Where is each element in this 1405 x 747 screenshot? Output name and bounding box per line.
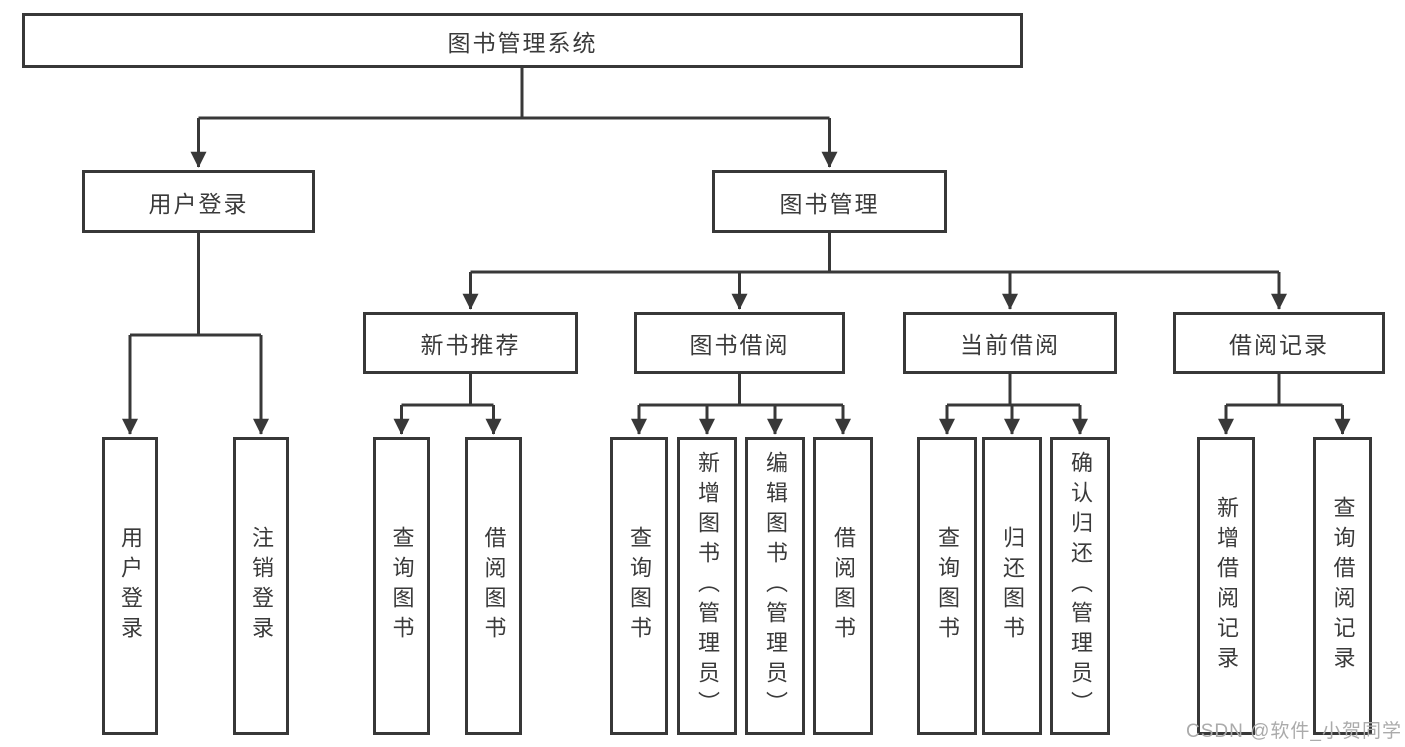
node-current-borrow: 当前借阅 xyxy=(903,312,1117,374)
node-book-borrow: 图书借阅 xyxy=(634,312,845,374)
node-root: 图书管理系统 xyxy=(22,13,1023,68)
connector-root-to-level2 xyxy=(190,68,838,168)
leaf-add-book-admin: 新增图书（管理员） xyxy=(677,437,737,735)
node-book-management: 图书管理 xyxy=(712,170,947,233)
leaf-search-book-current: 查询图书 xyxy=(917,437,977,735)
connector-borrow-records-children xyxy=(1218,374,1351,435)
leaf-search-book-recommend: 查询图书 xyxy=(373,437,430,735)
leaf-borrow-book-recommend: 借阅图书 xyxy=(465,437,522,735)
connector-book-borrow-children xyxy=(631,374,851,435)
leaf-return-book: 归还图书 xyxy=(982,437,1042,735)
connector-new-book-recommend-children xyxy=(393,374,502,435)
leaf-edit-book-admin: 编辑图书（管理员） xyxy=(745,437,805,735)
connector-user-login-children xyxy=(122,233,269,435)
csdn-watermark: CSDN @软件_小贺同学 xyxy=(1186,721,1402,742)
leaf-confirm-return-admin: 确认归还（管理员） xyxy=(1050,437,1110,735)
leaf-search-book-borrow: 查询图书 xyxy=(610,437,668,735)
leaf-logout: 注销登录 xyxy=(233,437,289,735)
node-borrow-records: 借阅记录 xyxy=(1173,312,1385,374)
leaf-user-login: 用户登录 xyxy=(102,437,158,735)
node-new-book-recommend: 新书推荐 xyxy=(363,312,578,374)
leaf-borrow-book: 借阅图书 xyxy=(813,437,873,735)
connector-current-borrow-children xyxy=(939,374,1088,435)
leaf-add-borrow-record: 新增借阅记录 xyxy=(1197,437,1255,735)
leaf-search-borrow-record: 查询借阅记录 xyxy=(1313,437,1372,735)
node-user-login: 用户登录 xyxy=(82,170,315,233)
connector-book-management-children xyxy=(462,233,1287,310)
